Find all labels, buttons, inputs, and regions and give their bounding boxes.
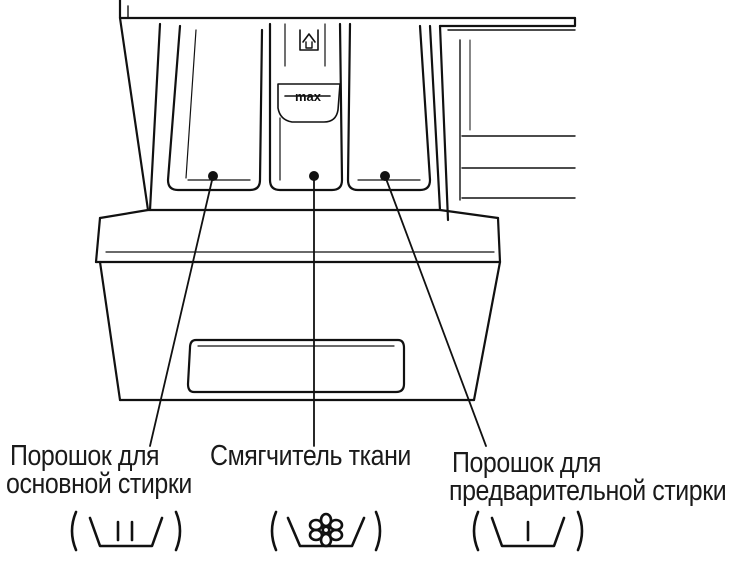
max-mark: max [295, 89, 322, 104]
label-prewash-line2: предварительной стирки [449, 475, 727, 507]
leader-dot-softener [309, 171, 319, 181]
label-main-wash-line1: Порошок для [10, 440, 160, 472]
label-main-wash-line2: основной стирки [6, 468, 192, 500]
label-softener: Смягчитель ткани [210, 440, 411, 472]
flower-softener-icon [270, 510, 382, 552]
leader-dot-main-wash [208, 171, 218, 181]
leader-dot-prewash [380, 171, 390, 181]
main-wash-tub-icon [70, 510, 182, 552]
label-prewash-line1: Порошок для [452, 447, 602, 479]
prewash-tub-icon [472, 510, 584, 552]
